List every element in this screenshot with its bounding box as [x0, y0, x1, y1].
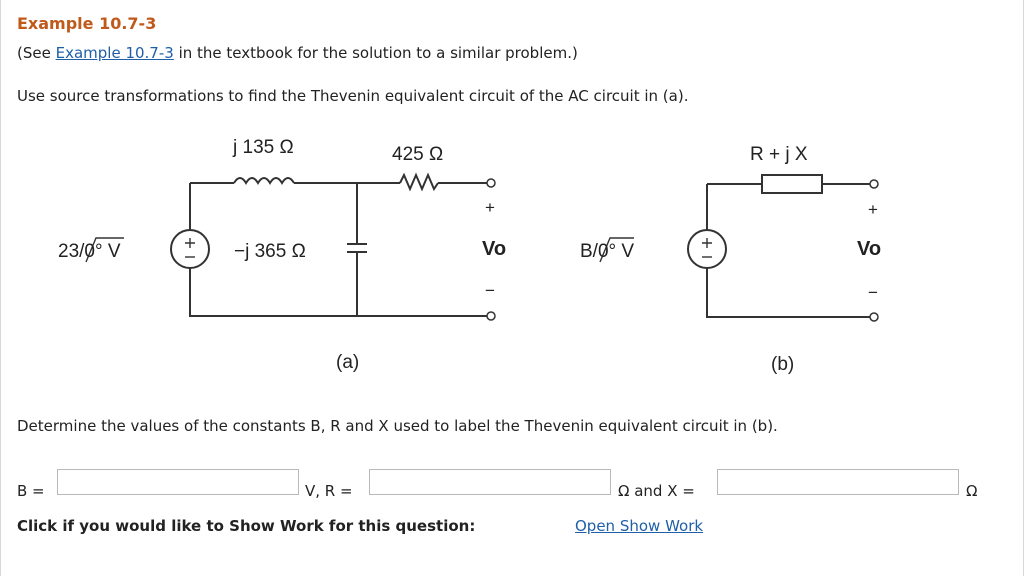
r-label: V, R =	[305, 482, 353, 500]
inductor-label: j 135 Ω	[232, 137, 294, 158]
capacitor-plates	[347, 243, 367, 253]
b-terminal-bottom	[869, 312, 879, 322]
a-caption: (a)	[336, 352, 359, 373]
a-output-label: Vo	[482, 238, 506, 260]
open-show-work-link[interactable]: Open Show Work	[575, 517, 704, 535]
a-voltage-source	[170, 229, 210, 269]
see-prefix: (See	[17, 44, 56, 62]
x-input[interactable]	[717, 469, 959, 495]
a-terminal-top	[486, 178, 496, 188]
a-source-label: 23/0° V	[58, 241, 121, 262]
impedance-label: R + j X	[750, 144, 808, 165]
b-terminal-top	[869, 179, 879, 189]
b-source-plus-sign	[702, 238, 712, 248]
a-terminal-bottom	[486, 311, 496, 321]
see-suffix: in the textbook for the solution to a si…	[173, 44, 578, 62]
resistor-label: 425 Ω	[392, 144, 443, 165]
b-caption: (b)	[771, 354, 794, 375]
determine-instruction: Determine the values of the constants B,…	[17, 417, 778, 435]
question-prompt: Use source transformations to find the T…	[17, 87, 689, 105]
b-output-minus: −	[868, 283, 878, 302]
b-label: B =	[17, 482, 45, 500]
x-label: Ω and X =	[618, 482, 695, 500]
show-work-prompt: Click if you would like to Show Work for…	[17, 517, 476, 535]
b-angle-bracket	[599, 237, 634, 263]
example-link[interactable]: Example 10.7-3	[55, 44, 174, 62]
b-output-plus: +	[868, 200, 878, 219]
a-output-minus: −	[485, 281, 495, 300]
b-source-label: B/0° V	[580, 241, 634, 262]
inductor-coil	[233, 177, 295, 185]
resistor-zigzag	[399, 172, 439, 192]
b-wire-bottom	[706, 268, 870, 318]
x-unit-label: Ω	[966, 482, 978, 500]
see-note: (See Example 10.7-3 in the textbook for …	[17, 44, 578, 62]
a-output-plus: +	[485, 198, 495, 217]
a-source-plus-sign	[185, 238, 195, 248]
b-voltage-source	[687, 229, 727, 269]
impedance-box	[761, 174, 823, 194]
a-angle-bracket	[85, 237, 124, 263]
circuit-diagrams: j 135 Ω 425 Ω 23/0° V −j 365 Ω + Vo − (a…	[58, 137, 881, 375]
example-title: Example 10.7-3	[17, 14, 157, 33]
a-wire-bottom	[189, 268, 487, 317]
r-input[interactable]	[369, 469, 611, 495]
left-border	[0, 0, 1, 576]
b-output-label: Vo	[857, 238, 881, 260]
capacitor-label: −j 365 Ω	[234, 241, 306, 262]
b-input[interactable]	[57, 469, 299, 495]
